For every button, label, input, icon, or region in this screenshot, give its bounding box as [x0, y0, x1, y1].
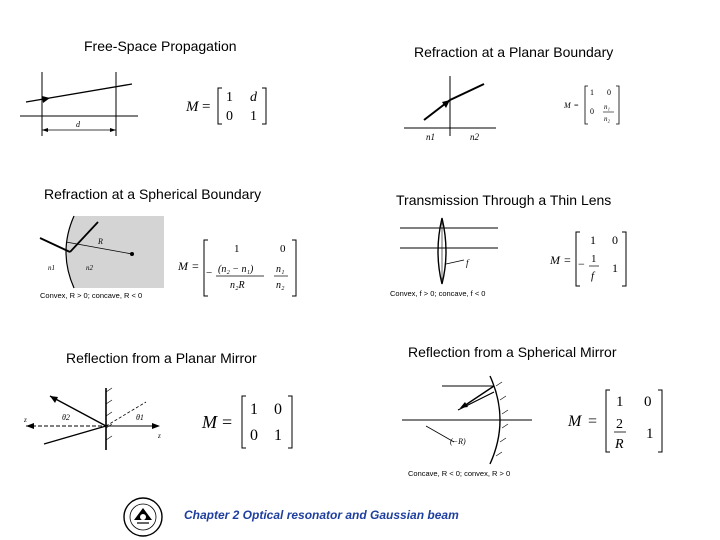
footer-chapter-title: Chapter 2 Optical resonator and Gaussian… [184, 508, 459, 522]
distance-label: d [76, 120, 81, 129]
svg-text:1: 1 [591, 253, 597, 265]
free-space-diagram: d [20, 72, 138, 136]
caption: Convex, f > 0; concave, f < 0 [390, 289, 485, 298]
z-label-right: z [157, 432, 161, 440]
m11: 1 [234, 243, 240, 255]
radius-label: R [97, 237, 103, 246]
matrix-lhs: M [185, 99, 200, 115]
m11: 1 [590, 233, 596, 247]
m12: d [250, 90, 258, 105]
theta1-label: θ1 [136, 413, 144, 422]
spherical-mirror-title: Reflection from a Spherical Mirror [408, 344, 617, 360]
planar-mirror-title: Reflection from a Planar Mirror [66, 350, 257, 366]
svg-text:R: R [614, 437, 624, 452]
spherical-mirror-matrix: M = 1 0 2 R 1 [566, 386, 666, 461]
m22: 1 [612, 261, 618, 275]
m12: 0 [274, 401, 282, 418]
spherical-boundary-title: Refraction at a Spherical Boundary [44, 186, 262, 202]
svg-text:−: − [206, 267, 212, 279]
svg-text:−: − [578, 257, 585, 271]
m21: 0 [250, 427, 258, 444]
svg-text:=: = [202, 99, 210, 115]
svg-text:=: = [222, 412, 232, 432]
m12: 0 [612, 233, 618, 247]
matrix-lhs: M [567, 413, 583, 430]
matrix-lhs: M [177, 259, 189, 273]
m11: 1 [616, 394, 624, 410]
free-space-title: Free-Space Propagation [84, 38, 237, 54]
m11: 1 [250, 401, 258, 418]
free-space-matrix: M = 1 d 0 1 [178, 84, 278, 133]
m12: 0 [280, 243, 286, 255]
m21: 0 [590, 107, 594, 116]
svg-text:n₂: n₂ [604, 115, 611, 123]
m11: 1 [590, 88, 594, 97]
m22: 1 [274, 427, 282, 444]
m11: 1 [226, 90, 233, 105]
m21: 0 [226, 109, 233, 124]
svg-text:n₁: n₁ [604, 103, 610, 111]
svg-text:n₂R: n₂R [230, 280, 245, 291]
svg-text:=: = [192, 259, 199, 273]
z-label-left: z [23, 416, 27, 424]
n1-label: n1 [426, 132, 435, 142]
thin-lens-diagram: f Convex, f > 0; concave, f < 0 [390, 217, 498, 298]
spherical-boundary-diagram: R n1 n2 Convex, R > 0; concave, R < 0 [38, 215, 164, 300]
planar-boundary-matrix: M = 1 0 0 n₁ n₂ [560, 82, 630, 133]
svg-text:=: = [574, 101, 579, 110]
planar-boundary-title: Refraction at a Planar Boundary [414, 44, 614, 60]
svg-text:=: = [564, 253, 571, 267]
radius-label: (−R) [450, 437, 466, 446]
svg-text:2: 2 [616, 417, 623, 432]
planar-boundary-diagram: n1 n2 [404, 76, 496, 142]
focal-label: f [466, 258, 470, 268]
caption: Convex, R > 0; concave, R < 0 [40, 291, 142, 300]
svg-text:n₂: n₂ [276, 280, 285, 291]
planar-mirror-diagram: θ2 θ1 z z [23, 387, 161, 450]
n1-label: n1 [48, 264, 55, 272]
m12: 0 [644, 394, 652, 410]
spherical-mirror-diagram: (−R) Concave, R < 0; convex, R > 0 [402, 375, 532, 478]
m22: 1 [250, 109, 257, 124]
m12: 0 [607, 88, 611, 97]
matrix-lhs: M [549, 253, 561, 267]
university-seal-logo [123, 497, 163, 537]
caption: Concave, R < 0; convex, R > 0 [408, 469, 510, 478]
theta2-label: θ2 [62, 413, 70, 422]
svg-text:f: f [591, 270, 596, 282]
svg-text:=: = [588, 413, 597, 430]
svg-text:n₁: n₁ [276, 264, 284, 275]
n2-label: n2 [86, 264, 94, 272]
thin-lens-matrix: M = 1 0 − 1 f 1 [548, 230, 632, 293]
matrix-lhs: M [201, 412, 218, 432]
m22: 1 [646, 426, 654, 442]
thin-lens-title: Transmission Through a Thin Lens [396, 192, 612, 208]
svg-text:(n₂ − n₁): (n₂ − n₁) [218, 264, 254, 275]
matrix-lhs: M [563, 101, 572, 110]
n2-label: n2 [470, 132, 480, 142]
planar-mirror-matrix: M = 1 0 0 1 [200, 392, 300, 457]
spherical-boundary-matrix: M = 1 0 − (n₂ − n₁) n₂R n₁ n₂ [176, 236, 302, 305]
